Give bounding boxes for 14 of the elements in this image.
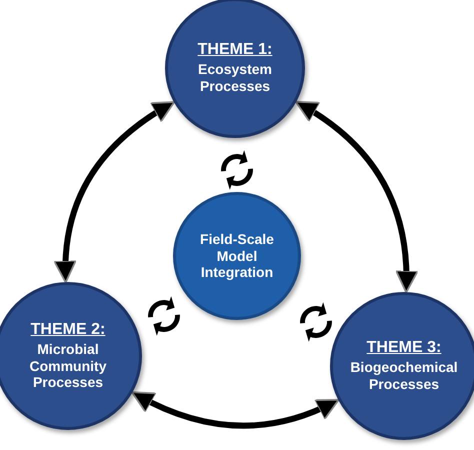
- circle-node: [173, 192, 301, 320]
- double-arrow: [54, 100, 176, 284]
- node-label: Microbial Community Processes: [28, 340, 108, 392]
- theme-heading: THEME 3:: [366, 339, 442, 358]
- theme-heading: THEME 2:: [30, 320, 106, 339]
- circle-node: [330, 292, 474, 440]
- node-label: Ecosystem Processes: [197, 61, 273, 95]
- node-label: Biogeochemical Processes: [349, 359, 459, 393]
- node-label: Field-Scale Model Integration: [199, 230, 275, 282]
- theme-heading: THEME 1:: [198, 41, 272, 60]
- circle-node: [0, 282, 142, 430]
- double-arrow: [295, 100, 418, 294]
- double-arrow: [131, 391, 340, 429]
- circle-node: [165, 0, 305, 138]
